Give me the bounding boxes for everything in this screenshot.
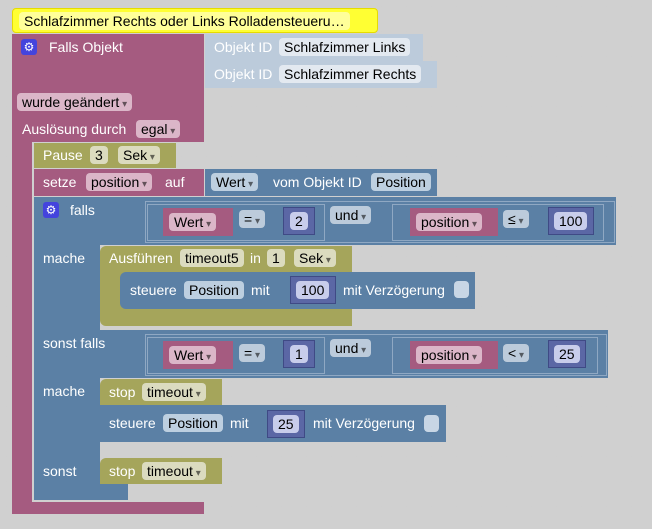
timeout-dropdown[interactable]: timeout: [142, 462, 206, 480]
stop-label: stop: [109, 463, 136, 479]
else-label: sonst: [43, 463, 77, 479]
variable-dropdown[interactable]: position: [86, 173, 153, 191]
logic-dropdown[interactable]: und: [330, 206, 372, 224]
number-block[interactable]: [283, 207, 315, 235]
with-label: mit: [251, 282, 270, 298]
number-value[interactable]: 25: [273, 415, 299, 433]
object-id-value[interactable]: Schlafzimmer Links: [279, 38, 411, 56]
in-label: in: [250, 250, 261, 266]
compare-block[interactable]: [392, 337, 598, 374]
variable-dropdown[interactable]: Wert: [169, 213, 217, 231]
control-block[interactable]: steuere Position mit 100 mit Verzögerung: [120, 272, 475, 309]
stop-timeout-block[interactable]: stop timeout: [100, 379, 222, 405]
control-block[interactable]: steuere Position mit 25 mit Verzögerung: [100, 405, 446, 442]
gear-icon[interactable]: ⚙: [21, 39, 37, 55]
object-id-value[interactable]: Position: [371, 173, 431, 191]
logic-and-block[interactable]: [145, 201, 615, 243]
compare-block[interactable]: [392, 204, 604, 241]
delay-label: mit Verzögerung: [343, 282, 445, 298]
to-label: auf: [165, 174, 185, 190]
number-value[interactable]: 100: [296, 281, 330, 299]
do-label: mache: [43, 250, 86, 266]
object-id-block-1[interactable]: Objekt ID Schlafzimmer Links: [205, 34, 423, 61]
object-id-value[interactable]: Position: [163, 414, 223, 432]
if-label: falls: [70, 202, 95, 218]
delay-checkbox[interactable]: [454, 281, 469, 298]
pause-unit-dropdown[interactable]: Sek: [118, 146, 160, 164]
trigger-block-left-rail: [12, 140, 32, 510]
pause-block[interactable]: Pause 3 Sek: [34, 143, 176, 168]
trigger-block-bottom: [12, 502, 204, 514]
trigger-by-label: Auslösung durch: [22, 121, 127, 137]
if-block-bottom: [34, 484, 128, 500]
number-value[interactable]: 100: [554, 212, 588, 230]
from-object-label: vom Objekt ID: [273, 174, 362, 190]
with-label: mit: [230, 415, 249, 431]
pause-label: Pause: [43, 147, 83, 163]
logic-and-block[interactable]: [145, 334, 607, 376]
gear-icon[interactable]: ⚙: [43, 202, 59, 218]
object-id-prefix: Objekt ID: [214, 66, 273, 82]
stop-label: stop: [109, 384, 136, 400]
timeout-name[interactable]: timeout5: [180, 249, 244, 267]
delay-label: mit Verzögerung: [313, 415, 415, 431]
timeout-dropdown[interactable]: timeout: [142, 383, 206, 401]
variable-dropdown[interactable]: position: [416, 346, 483, 364]
object-id-value[interactable]: Position: [184, 281, 244, 299]
timeout-label: Ausführen: [109, 250, 173, 266]
control-label: steuere: [130, 282, 177, 298]
set-label: setze: [43, 174, 77, 190]
operator-dropdown[interactable]: <: [503, 344, 529, 362]
do-label: mache: [43, 383, 86, 399]
operator-dropdown[interactable]: ≤: [503, 210, 529, 228]
delay-checkbox[interactable]: [424, 415, 439, 432]
timeout-value[interactable]: 1: [267, 249, 285, 267]
comment-bubble[interactable]: Schlafzimmer Rechts oder Links Rolladens…: [12, 8, 378, 33]
pause-value[interactable]: 3: [90, 146, 108, 164]
comment-text[interactable]: Schlafzimmer Rechts oder Links Rolladens…: [19, 12, 350, 30]
number-value[interactable]: 25: [554, 345, 580, 363]
object-id-value[interactable]: Schlafzimmer Rechts: [279, 65, 422, 83]
stop-timeout-block[interactable]: stop timeout: [100, 458, 222, 484]
object-id-block-2[interactable]: Objekt ID Schlafzimmer Rechts: [205, 61, 437, 88]
property-dropdown[interactable]: Wert: [211, 173, 259, 191]
control-label: steuere: [109, 415, 156, 431]
compare-block[interactable]: [147, 204, 325, 241]
variable-dropdown[interactable]: Wert: [169, 346, 217, 364]
timeout-unit-dropdown[interactable]: Sek: [294, 249, 336, 267]
object-id-prefix: Objekt ID: [214, 39, 273, 55]
operator-dropdown[interactable]: =: [239, 210, 265, 228]
logic-dropdown[interactable]: und: [330, 339, 372, 357]
number-value[interactable]: 1: [290, 345, 308, 363]
elseif-label: sonst falls: [43, 335, 106, 351]
set-variable-block[interactable]: setze position auf: [34, 169, 204, 196]
condition-dropdown[interactable]: wurde geändert: [17, 93, 133, 111]
trigger-label: Falls Objekt: [49, 39, 123, 55]
variable-dropdown[interactable]: position: [416, 213, 483, 231]
number-value[interactable]: 2: [290, 212, 308, 230]
compare-block[interactable]: [147, 337, 325, 374]
trigger-by-dropdown[interactable]: egal: [136, 120, 181, 138]
operator-dropdown[interactable]: =: [239, 344, 265, 362]
get-value-block[interactable]: Wert vom Objekt ID Position: [205, 169, 437, 196]
